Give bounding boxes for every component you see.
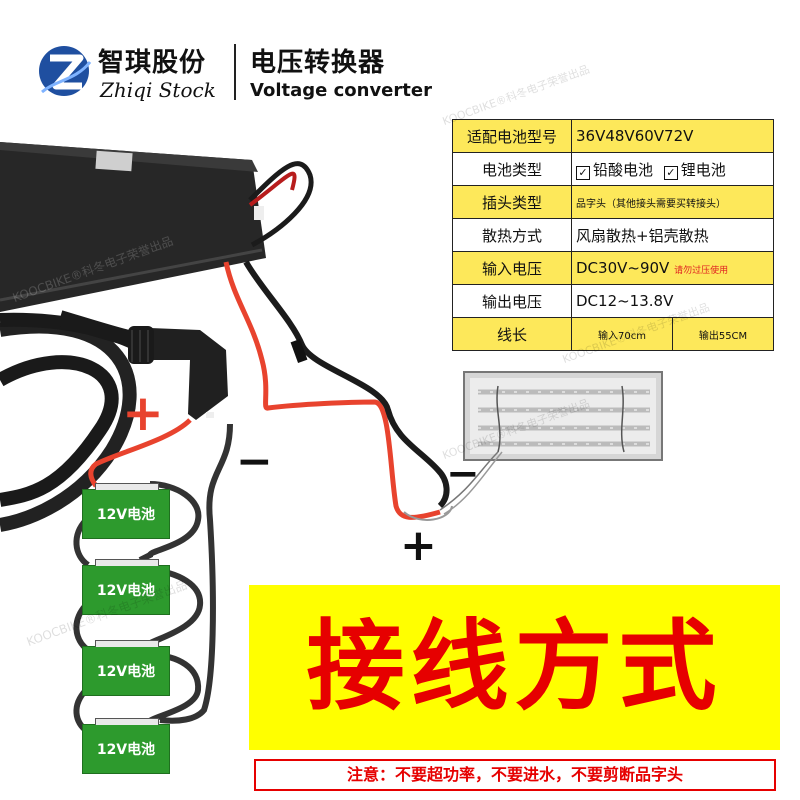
battery-negative-sign: − bbox=[236, 436, 273, 487]
battery-type-option: 铅酸电池 bbox=[593, 160, 654, 179]
input-voltage-note: 请勿过压使用 bbox=[674, 266, 729, 276]
battery-negative-wire bbox=[159, 423, 233, 724]
input-voltage-value: DC30V~90V bbox=[576, 259, 670, 277]
output-red-wire bbox=[223, 261, 441, 520]
spec-label: 输入电压 bbox=[452, 251, 572, 285]
title-banner: 接线方式 bbox=[249, 585, 780, 750]
header-divider bbox=[234, 44, 236, 100]
output-black-wire bbox=[243, 260, 450, 509]
spec-table: 适配电池型号 36V48V60V72V 电池类型 ✓铅酸电池 ✓锂电池 插头类型… bbox=[452, 119, 774, 351]
spec-row-input-voltage: 输入电压 DC30V~90V 请勿过压使用 bbox=[452, 251, 774, 285]
checkbox-icon: ✓ bbox=[663, 165, 678, 180]
battery-type-option: 锂电池 bbox=[680, 160, 726, 179]
spec-label: 散热方式 bbox=[452, 218, 572, 252]
spec-value: 36V48V60V72V bbox=[571, 119, 774, 153]
spec-value-input-length: 输入70cm bbox=[571, 317, 673, 351]
battery-red-wire bbox=[88, 418, 192, 488]
spec-row-battery-model: 适配电池型号 36V48V60V72V bbox=[452, 119, 774, 153]
converter-label bbox=[95, 150, 133, 172]
battery-2: 12V电池 bbox=[82, 559, 170, 615]
wiring-method-title: 接线方式 bbox=[306, 610, 723, 724]
warning-text: 注意：不要超功率，不要进水，不要剪断品字头 bbox=[346, 765, 683, 784]
led-strip-panel bbox=[439, 371, 663, 515]
spec-label: 插头类型 bbox=[452, 185, 572, 219]
battery-4: 12V电池 bbox=[82, 718, 170, 774]
led-negative-sign: − bbox=[446, 451, 480, 497]
product-name-en: Voltage converter bbox=[250, 80, 432, 101]
battery-3: 12V电池 bbox=[82, 640, 170, 696]
spec-value: 风扇散热+铝壳散热 bbox=[571, 218, 774, 252]
coiled-cable bbox=[0, 355, 119, 507]
company-logo bbox=[39, 46, 92, 96]
spec-value: DC30V~90V 请勿过压使用 bbox=[571, 251, 774, 285]
spec-row-output-voltage: 输出电压 DC12~13.8V bbox=[452, 284, 774, 318]
battery-positive-sign: + bbox=[122, 384, 164, 442]
spec-row-wire-length: 线长 输入70cm 输出55CM bbox=[452, 317, 774, 351]
triple-plug bbox=[150, 328, 228, 420]
spec-label: 线长 bbox=[452, 317, 572, 351]
spec-row-battery-type: 电池类型 ✓铅酸电池 ✓锂电池 bbox=[452, 152, 774, 186]
spec-row-cooling: 散热方式 风扇散热+铝壳散热 bbox=[452, 218, 774, 252]
converter-body bbox=[0, 142, 266, 312]
led-positive-sign: + bbox=[400, 520, 437, 571]
spec-label: 输出电压 bbox=[452, 284, 572, 318]
battery-1: 12V电池 bbox=[82, 483, 170, 539]
warning-banner: 注意：不要超功率，不要进水，不要剪断品字头 bbox=[254, 759, 776, 791]
product-name-cn: 电压转换器 bbox=[250, 48, 386, 78]
spec-value: 品字头（其他接头需要买转接头） bbox=[571, 185, 774, 219]
company-name-cn: 智琪股份 bbox=[98, 48, 207, 78]
company-name-en: Zhiqi Stock bbox=[100, 78, 216, 102]
spec-row-plug-type: 插头类型 品字头（其他接头需要买转接头） bbox=[452, 185, 774, 219]
checkbox-icon: ✓ bbox=[576, 165, 590, 180]
spec-label: 适配电池型号 bbox=[452, 119, 572, 153]
spec-value: DC12~13.8V bbox=[571, 284, 774, 318]
spec-value: ✓铅酸电池 ✓锂电池 bbox=[571, 152, 774, 186]
spec-value-output-length: 输出55CM bbox=[672, 317, 774, 351]
spec-label: 电池类型 bbox=[452, 152, 572, 186]
